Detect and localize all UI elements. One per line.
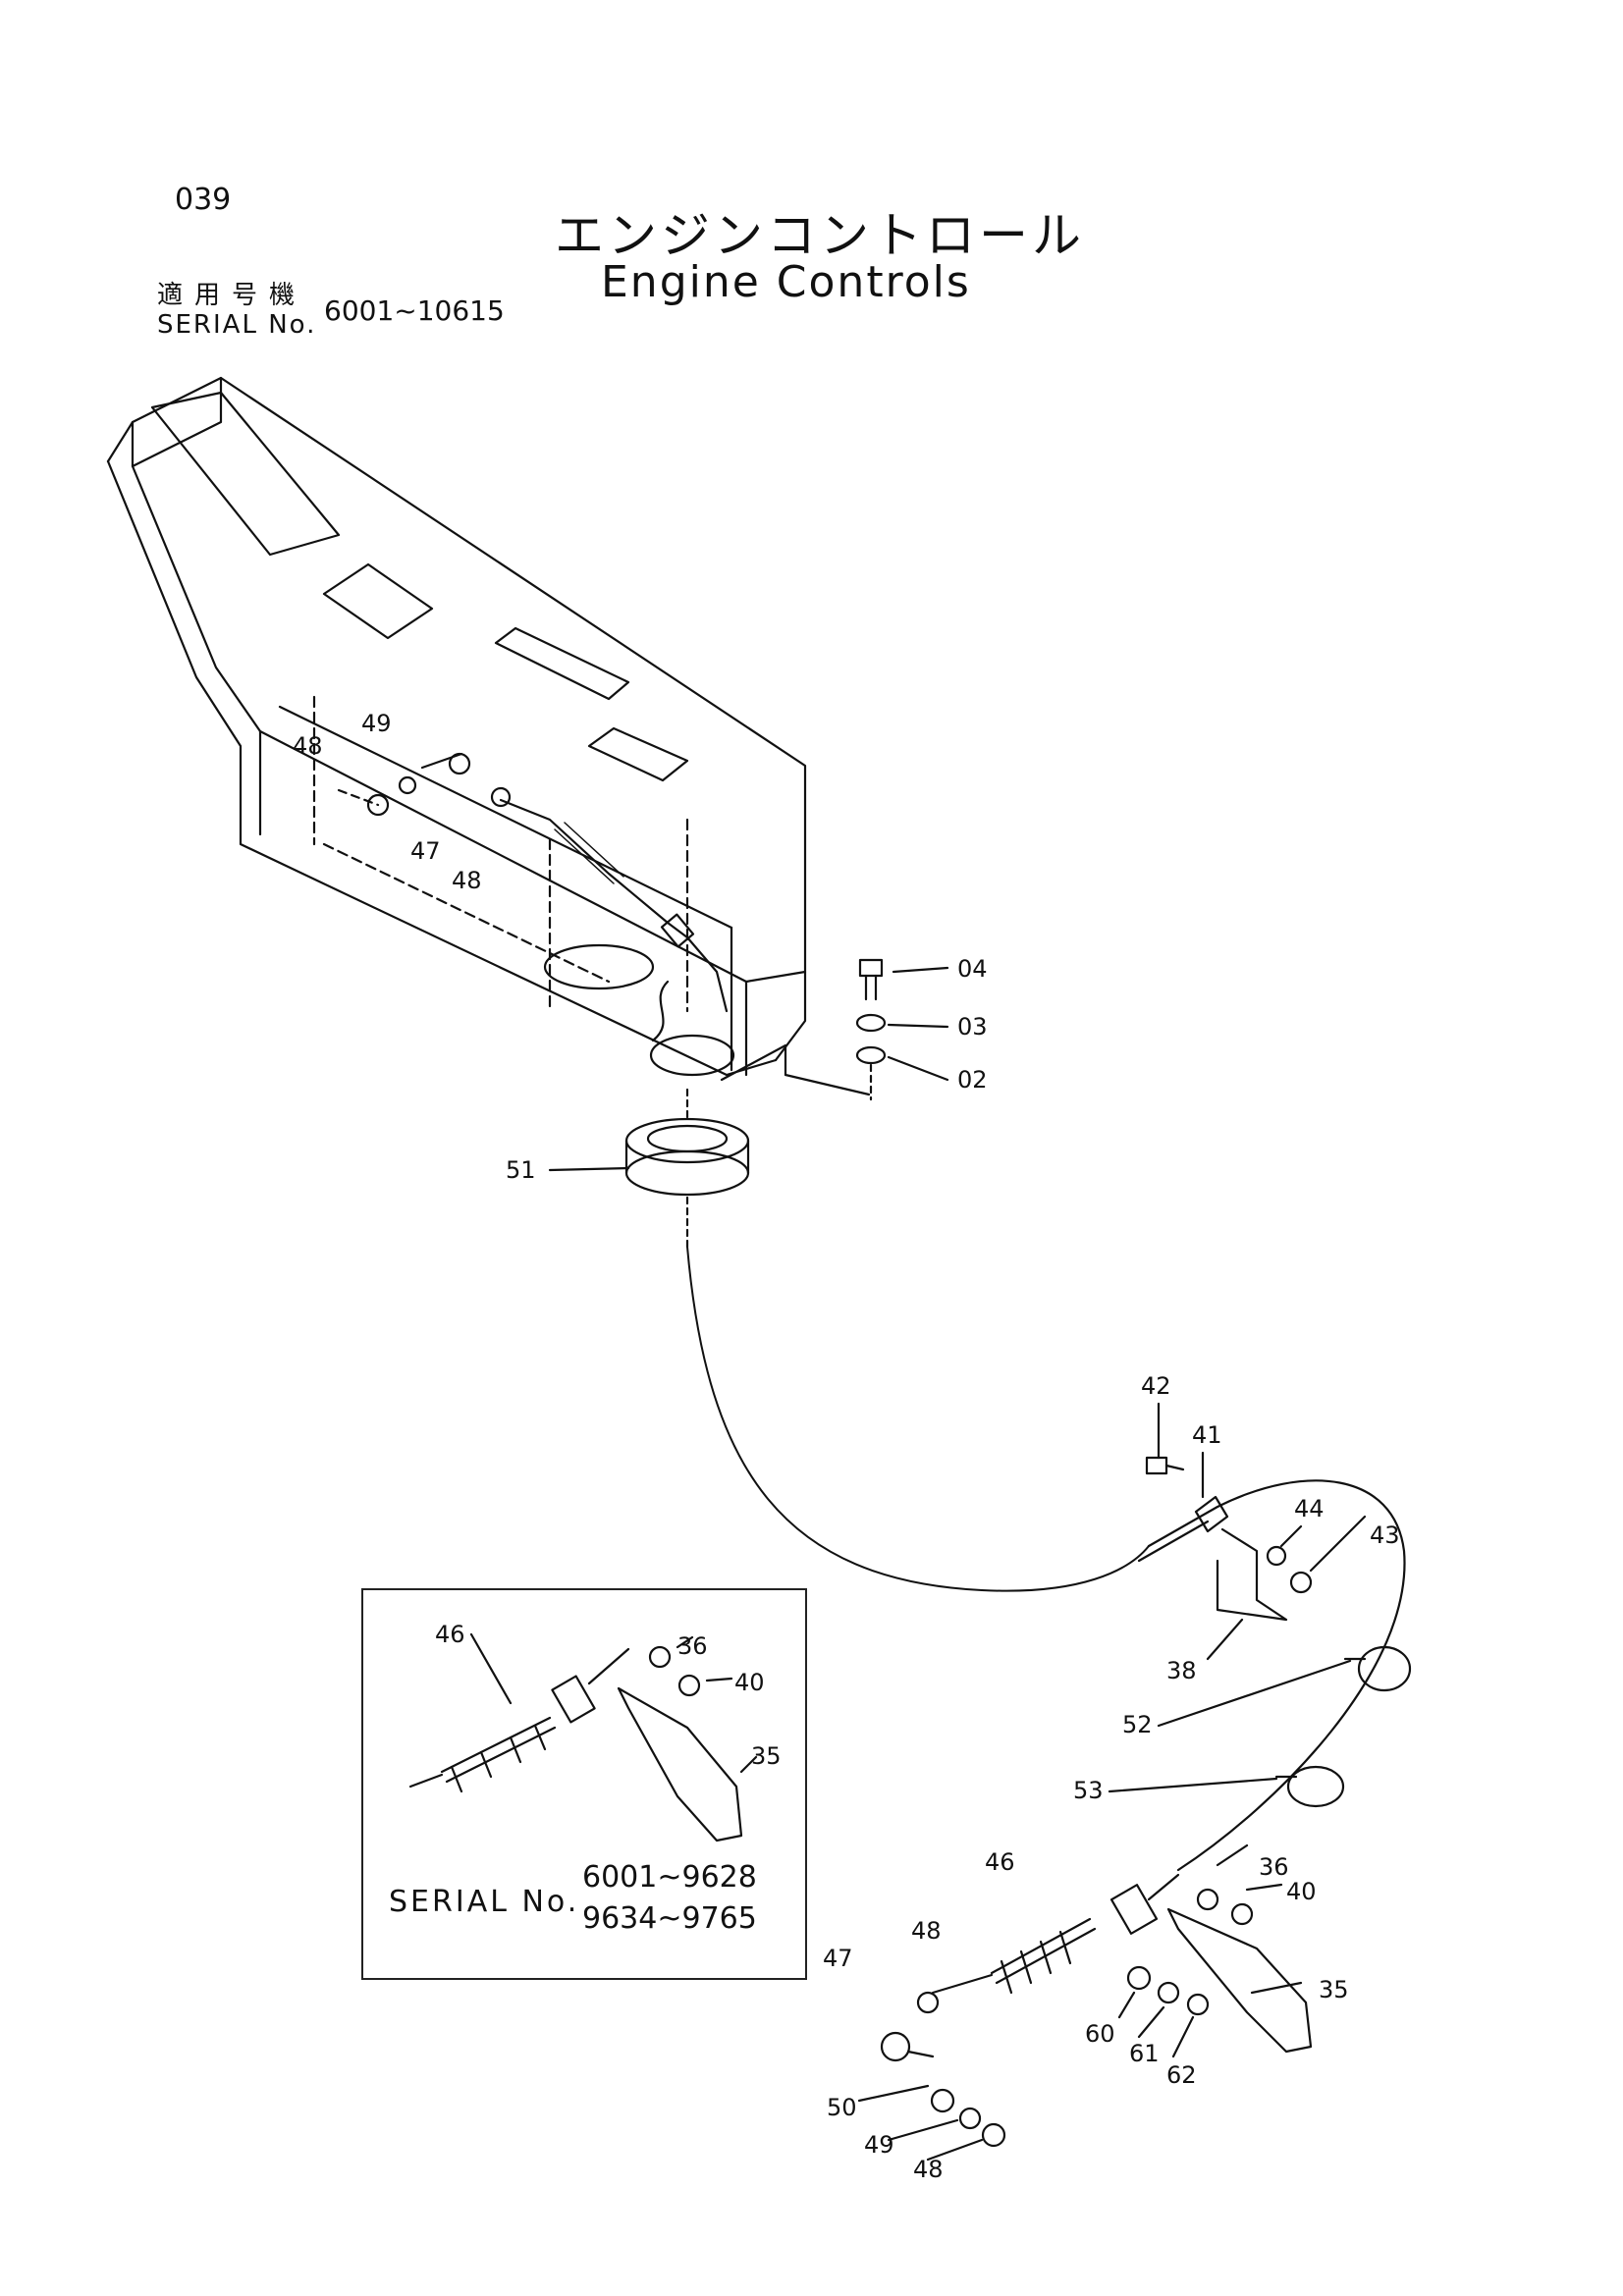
inset-serial-range-2: 9634~9765 bbox=[582, 1901, 757, 1936]
part-label: 46 bbox=[435, 1621, 465, 1648]
part-label: 35 bbox=[1319, 1976, 1349, 2003]
inset-frame bbox=[361, 1588, 807, 1980]
bolt-washer-stack bbox=[855, 958, 949, 1101]
part-label: 02 bbox=[957, 1066, 988, 1094]
upper-cable bbox=[337, 752, 729, 1013]
part-label: 48 bbox=[293, 732, 323, 760]
part-label: 60 bbox=[1085, 2020, 1115, 2048]
part-label: 04 bbox=[957, 955, 988, 983]
part-label: 62 bbox=[1166, 2061, 1197, 2089]
part-label: 42 bbox=[1141, 1372, 1171, 1400]
part-label: 47 bbox=[823, 1945, 853, 1972]
part-label: 44 bbox=[1294, 1495, 1325, 1522]
title-english: Engine Controls bbox=[601, 257, 971, 307]
inset-serial-label: SERIAL No. bbox=[389, 1885, 580, 1919]
part-label: 03 bbox=[957, 1013, 988, 1041]
part-label: 46 bbox=[985, 1848, 1015, 1876]
part-label: 48 bbox=[913, 2156, 944, 2183]
part-label: 48 bbox=[911, 1917, 942, 1945]
part-label: 51 bbox=[506, 1156, 536, 1184]
part-label: 47 bbox=[410, 837, 441, 865]
part-label: 50 bbox=[827, 2094, 857, 2121]
serial-label-japanese: 適用号機 bbox=[157, 281, 307, 310]
part-label: 40 bbox=[1286, 1878, 1317, 1905]
inset-cable-detail bbox=[408, 1632, 758, 1842]
serial-label-english: SERIAL No. bbox=[157, 310, 317, 340]
part-label: 48 bbox=[452, 867, 482, 894]
lower-cable-end bbox=[857, 1843, 1313, 2162]
part-number-labels: 49 48 47 48 04 03 02 51 42 41 44 43 38 5… bbox=[293, 710, 1400, 2183]
serial-range: 6001~10615 bbox=[324, 294, 505, 327]
page-number: 039 bbox=[175, 183, 232, 217]
part-label: 49 bbox=[361, 710, 392, 737]
title-japanese: エンジンコントロール bbox=[555, 207, 1085, 264]
inset-serial-range-1: 6001~9628 bbox=[582, 1860, 757, 1895]
grommet bbox=[548, 1088, 750, 1249]
main-cable-route bbox=[686, 1246, 1406, 1872]
cable-ties bbox=[1108, 1645, 1412, 1808]
part-label: 53 bbox=[1073, 1777, 1104, 1804]
part-label: 36 bbox=[1259, 1853, 1289, 1881]
clamp-bracket-assembly bbox=[1145, 1402, 1367, 1661]
part-label: 38 bbox=[1166, 1657, 1197, 1684]
part-label: 35 bbox=[751, 1742, 782, 1770]
part-label: 52 bbox=[1122, 1711, 1153, 1738]
part-label: 49 bbox=[864, 2131, 894, 2159]
part-label: 40 bbox=[734, 1669, 765, 1696]
part-label: 61 bbox=[1129, 2040, 1160, 2067]
part-label: 41 bbox=[1192, 1421, 1222, 1449]
console-housing bbox=[106, 376, 871, 1096]
part-label: 36 bbox=[677, 1632, 708, 1660]
part-label: 43 bbox=[1370, 1522, 1400, 1549]
